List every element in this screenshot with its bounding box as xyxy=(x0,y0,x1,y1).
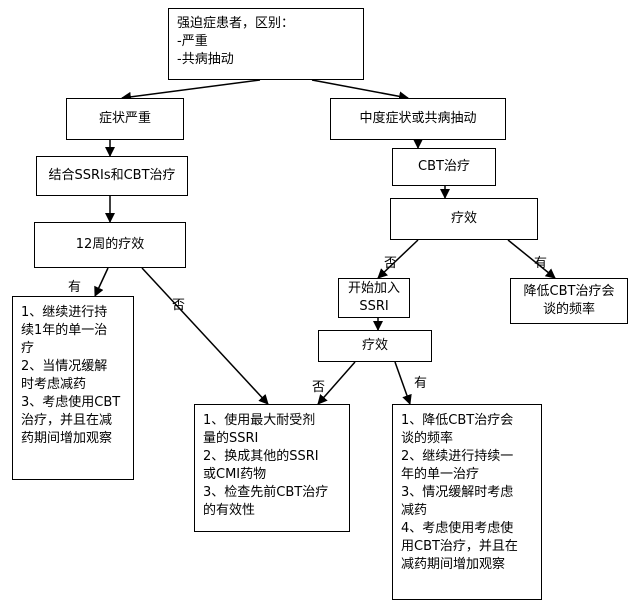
moderate-node: 中度症状或共病抽动 xyxy=(330,98,506,140)
arrow-twelve-week-yes xyxy=(94,267,109,297)
arrow-efficacy2-yes xyxy=(394,361,412,405)
twelve-week-efficacy-node: 12周的疗效 xyxy=(34,222,186,268)
severe-node: 症状严重 xyxy=(66,98,184,140)
continue-line-5: 时考虑减药 xyxy=(21,377,87,392)
combined-therapy-node: 结合SSRIs和CBT治疗 xyxy=(36,156,188,196)
continue-line-8: 药期间增加观察 xyxy=(21,431,113,446)
max-ssri-line-3: 2、换成其他的SSRI xyxy=(203,449,319,464)
continue-line-2: 续1年的单一治 xyxy=(21,323,108,338)
reduce-line-6: 减药 xyxy=(401,503,428,518)
max-ssri-line-2: 量的SSRI xyxy=(203,431,259,446)
arrow-root-to-moderate xyxy=(311,79,409,102)
max-ssri-line-5: 3、检查先前CBT治疗 xyxy=(203,485,329,500)
continue-line-1: 1、继续进行持 xyxy=(21,305,108,320)
yes-label-efficacy-2: 有 xyxy=(414,376,428,391)
max-ssri-line-4: 或CMI药物 xyxy=(203,467,267,482)
max-ssri-line-1: 1、使用最大耐受剂 xyxy=(203,413,316,428)
max-ssri-box: 1、使用最大耐受剂 量的SSRI 2、换成其他的SSRI 或CMI药物 3、检查… xyxy=(194,404,350,532)
cbt-node: CBT治疗 xyxy=(392,148,496,186)
arrow-twelve-week-no xyxy=(141,267,269,405)
arrow-efficacy-yes xyxy=(507,239,556,279)
continue-line-6: 3、考虑使用CBT xyxy=(21,395,121,410)
reduce-frequency-box: 1、降低CBT治疗会 谈的频率 2、继续进行持续一 年的单一治疗 3、情况缓解时… xyxy=(392,404,542,600)
no-label-efficacy: 否 xyxy=(384,256,398,271)
reduce-line-2: 谈的频率 xyxy=(401,431,454,446)
continue-line-4: 2、当情况缓解 xyxy=(21,359,108,374)
root-line-1: 强迫症患者，区别： xyxy=(177,16,295,31)
reduce-line-3: 2、继续进行持续一 xyxy=(401,449,514,464)
arrow-efficacy-no xyxy=(377,239,419,279)
yes-label-twelve-week: 有 xyxy=(68,280,82,295)
reduce-line-1: 1、降低CBT治疗会 xyxy=(401,413,514,428)
efficacy-node: 疗效 xyxy=(390,198,538,240)
continue-line-3: 疗 xyxy=(21,341,35,356)
reduce-line-5: 3、情况缓解时考虑 xyxy=(401,485,514,500)
max-ssri-line-6: 的有效性 xyxy=(203,503,256,518)
root-line-3: -共病抽动 xyxy=(177,52,234,67)
arrow-root-to-severe xyxy=(121,79,261,102)
no-label-efficacy-2: 否 xyxy=(312,380,326,395)
root-line-2: -严重 xyxy=(177,34,208,49)
reduce-line-9: 减药期间增加观察 xyxy=(401,557,506,572)
reduce-cbt-node: 降低CBT治疗会谈的频率 xyxy=(510,278,628,324)
continue-line-7: 治疗，并且在减 xyxy=(21,413,113,428)
reduce-line-7: 4、考虑使用考虑使 xyxy=(401,521,514,536)
efficacy-2-node: 疗效 xyxy=(318,330,432,362)
no-label-twelve-week: 否 xyxy=(172,298,186,313)
arrow-efficacy2-no xyxy=(317,361,356,405)
yes-label-efficacy: 有 xyxy=(534,256,548,271)
reduce-line-8: 用CBT治疗，并且在 xyxy=(401,539,518,554)
root-node: 强迫症患者，区别： -严重 -共病抽动 xyxy=(168,8,364,80)
continue-treatment-box: 1、继续进行持 续1年的单一治 疗 2、当情况缓解 时考虑减药 3、考虑使用CB… xyxy=(12,296,134,480)
start-ssri-node: 开始加入SSRI xyxy=(338,278,410,318)
reduce-line-4: 年的单一治疗 xyxy=(401,467,480,482)
